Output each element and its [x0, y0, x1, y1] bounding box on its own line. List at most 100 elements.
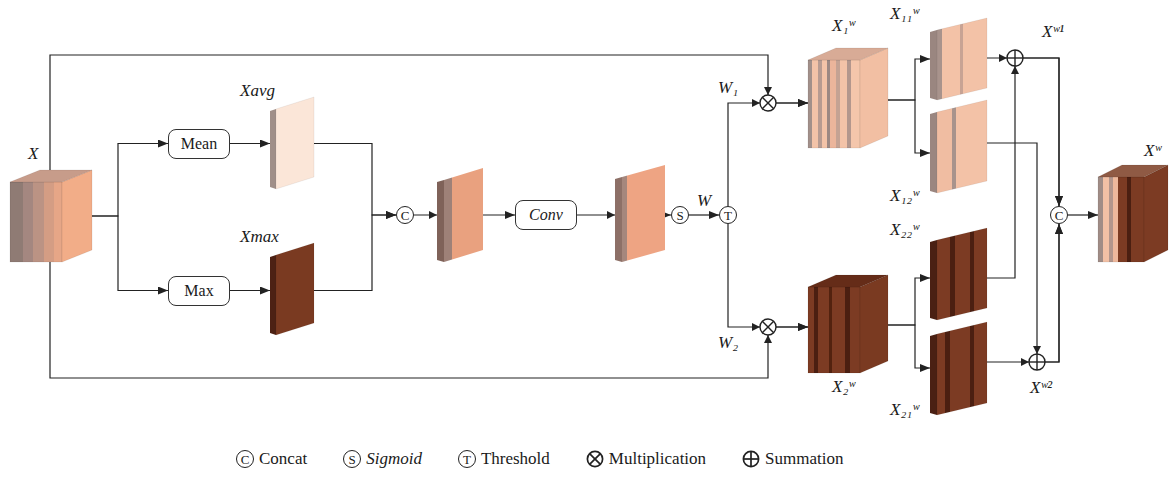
multiplication-symbol — [762, 321, 773, 332]
split-slab: X₂₂ʷ — [930, 228, 987, 320]
slab-shape — [270, 243, 314, 335]
node-label: Conv — [529, 207, 563, 223]
sigmoid-operator: S — [671, 206, 689, 224]
connector — [314, 215, 396, 291]
slab-shape — [930, 322, 987, 415]
cube-face — [860, 48, 888, 148]
slab-shape — [270, 97, 314, 189]
legend-symbol: T — [458, 450, 476, 468]
connector-group — [50, 55, 1098, 378]
node-label: T — [724, 209, 732, 222]
mean-box: Mean — [168, 129, 230, 159]
concat-operator: C — [1050, 206, 1068, 224]
legend-text: Concat — [259, 449, 307, 469]
cube-shape — [808, 48, 888, 148]
arrowhead — [764, 87, 772, 95]
slab-face — [276, 243, 314, 335]
cube-face — [1098, 177, 1144, 262]
connector — [888, 59, 930, 100]
cube-face — [808, 48, 888, 60]
tensor-label: X₁₂ʷ — [890, 186, 919, 206]
legend-symbol: C — [236, 450, 254, 468]
legend: C Concat S Sigmoid T Threshold Multiplication S… — [236, 449, 844, 469]
connector — [888, 325, 930, 368]
connector — [50, 262, 808, 378]
legend-item: Summation — [742, 449, 843, 469]
cube-face — [10, 182, 62, 262]
cube-face — [808, 275, 888, 287]
slab-face — [270, 255, 276, 335]
slab-face — [930, 112, 937, 193]
connector — [728, 103, 808, 206]
connector — [1068, 214, 1098, 215]
connector — [888, 278, 930, 325]
arrowhead — [999, 54, 1007, 62]
sum-output-label: Xʷ¹ — [1040, 22, 1066, 42]
feature-slab — [615, 177, 622, 262]
arrowhead — [1033, 346, 1041, 354]
slab-face — [937, 322, 987, 415]
tensor-label: X₂ʷ — [832, 377, 855, 397]
multiplication-symbol — [762, 97, 773, 108]
cube-face — [1098, 165, 1168, 177]
legend-symbol — [589, 454, 600, 465]
legend-symbol: S — [343, 450, 361, 468]
legend-symbol-letter: T — [463, 453, 471, 466]
node-label: C — [1055, 209, 1064, 222]
connector — [689, 214, 719, 215]
connector — [314, 144, 396, 216]
legend-text: Multiplication — [609, 449, 706, 469]
slab-shape — [930, 18, 987, 100]
tensor-label: X₂₂ʷ — [890, 220, 919, 240]
connector — [987, 143, 1059, 362]
legend-symbol — [589, 454, 600, 465]
legend-symbol — [744, 451, 759, 466]
tensor-label: Xmax — [240, 227, 279, 247]
legend-text: Threshold — [481, 449, 550, 469]
sum-output-label: Xʷ² — [1028, 378, 1054, 398]
summation-symbol — [1007, 50, 1023, 66]
summation-symbol — [1014, 50, 1015, 66]
node-label: Mean — [181, 136, 217, 152]
connector — [230, 143, 270, 144]
connector — [987, 58, 1059, 206]
multiplication-symbol — [760, 319, 776, 335]
tensor-label: X₂₁ʷ — [890, 400, 919, 420]
slab-face — [937, 228, 987, 320]
weight-label: W₁ — [716, 78, 740, 98]
slab-face — [937, 100, 987, 193]
avg-map: Xavg — [270, 97, 314, 189]
slab-face — [276, 97, 314, 189]
summation-symbol — [1036, 354, 1037, 370]
connector — [728, 224, 808, 327]
cube-shape — [1098, 165, 1168, 262]
legend-text: Sigmoid — [366, 449, 422, 469]
connector — [987, 224, 1059, 362]
tensor-label: X₁₁ʷ — [890, 4, 919, 24]
weight-label: W — [695, 191, 713, 211]
legend-symbol-letter: C — [241, 453, 250, 466]
cube-shape — [10, 170, 92, 262]
arrowhead — [1011, 66, 1019, 74]
legend-item: T Threshold — [458, 449, 550, 469]
legend-symbol-letter: S — [349, 453, 356, 466]
node-label: C — [401, 209, 410, 222]
legend-symbol — [586, 450, 604, 468]
output-feature-cube: Xʷ — [1098, 165, 1168, 262]
feature-slab — [444, 168, 483, 262]
legend-text: Summation — [765, 449, 843, 469]
slab-face — [930, 240, 937, 320]
arrowhead — [429, 211, 437, 219]
connector — [888, 100, 930, 153]
cube-face — [860, 275, 888, 373]
feature-slab — [622, 165, 665, 262]
connector — [92, 144, 168, 217]
tensor-label: X₁ʷ — [832, 16, 855, 36]
connector — [92, 216, 168, 291]
cube-shape — [808, 275, 888, 373]
cube-face — [1144, 165, 1168, 262]
slab-shape — [930, 228, 987, 320]
